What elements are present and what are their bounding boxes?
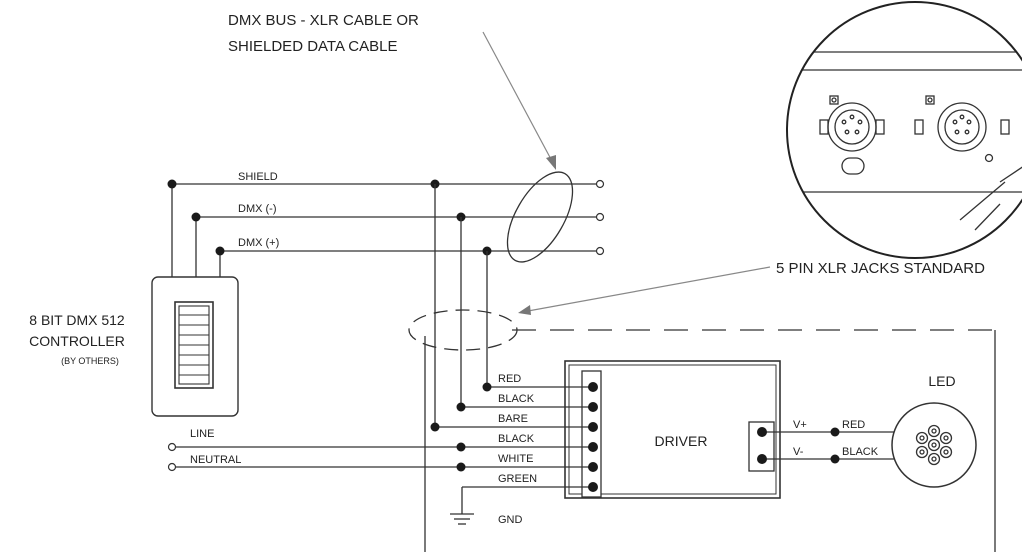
ground-symbol bbox=[450, 487, 474, 525]
dmx-bus-leader-line bbox=[482, 31, 554, 164]
driver-input-wire-label: BLACK bbox=[498, 433, 535, 445]
dmx-controller bbox=[151, 276, 239, 417]
driver-output-wires bbox=[757, 427, 905, 464]
dmx-bus-callout-line2: SHIELDED DATA CABLE bbox=[228, 38, 398, 55]
led-label: LED bbox=[928, 373, 955, 389]
driver-input-wire-label: RED bbox=[498, 373, 521, 385]
led-red-wire-label: RED bbox=[842, 419, 865, 431]
driver-input-wire-label: GREEN bbox=[498, 473, 537, 485]
neutral-wire-label: NEUTRAL bbox=[190, 454, 241, 466]
shield-wire-label: SHIELD bbox=[238, 171, 278, 183]
controller-label-line3: (BY OTHERS) bbox=[61, 356, 119, 366]
driver-box bbox=[564, 360, 781, 499]
xlr-leader-line bbox=[527, 266, 771, 312]
dmx-cable-ellipse bbox=[506, 171, 574, 263]
xlr-leader-arrowhead bbox=[518, 305, 531, 315]
controller-label-line2: CONTROLLER bbox=[29, 333, 125, 349]
driver-vminus-label: V- bbox=[793, 446, 804, 458]
driver-input-wire-label: BLACK bbox=[498, 393, 535, 405]
fixture-enclosure-boundary bbox=[408, 309, 996, 552]
dmx-bus-wires bbox=[167, 179, 605, 256]
led-fixture bbox=[891, 402, 977, 488]
dmx-plus-wire-label: DMX (+) bbox=[238, 237, 279, 249]
dmx-bus-callout-line1: DMX BUS - XLR CABLE OR bbox=[228, 12, 419, 29]
xlr-jacks-detail bbox=[786, 1, 1022, 259]
driver-vplus-label: V+ bbox=[793, 419, 807, 431]
ground-label: GND bbox=[498, 514, 523, 526]
driver-label: DRIVER bbox=[655, 433, 708, 449]
line-wire-label: LINE bbox=[190, 428, 214, 440]
xlr-jack-left bbox=[819, 95, 885, 175]
xlr-jacks-callout: 5 PIN XLR JACKS STANDARD bbox=[776, 260, 985, 277]
dmx-minus-wire-label: DMX (-) bbox=[238, 203, 277, 215]
driver-input-wires bbox=[167, 382, 598, 492]
dmx-bus-leader-arrowhead bbox=[546, 155, 556, 170]
controller-label-line1: 8 BIT DMX 512 bbox=[29, 312, 125, 328]
driver-input-wire-label: BARE bbox=[498, 413, 528, 425]
driver-input-wire-label: WHITE bbox=[498, 453, 533, 465]
xlr-jack-right bbox=[914, 95, 1010, 163]
led-black-wire-label: BLACK bbox=[842, 446, 879, 458]
